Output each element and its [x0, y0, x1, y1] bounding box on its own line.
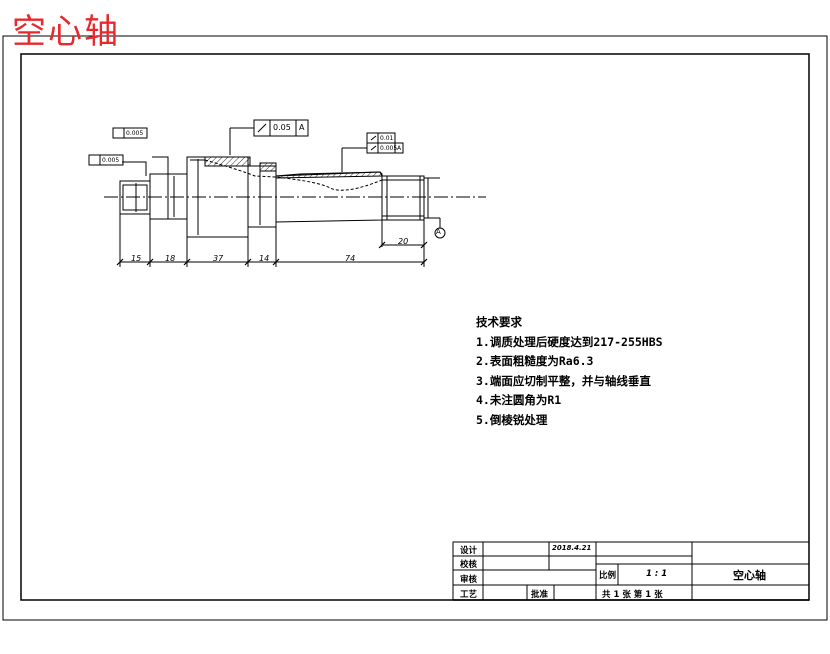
tech-item: 3.端面应切制平整，并与轴线垂直: [476, 373, 651, 388]
title-block: [452, 541, 810, 601]
right-end: [381, 175, 425, 221]
datum-circle: [434, 227, 446, 239]
tb-check: 校核: [460, 560, 478, 570]
tol-right-2-value: 0.005: [380, 145, 398, 152]
tb-part-name: 空心轴: [733, 569, 766, 582]
tb-scale: 1 : 1: [646, 569, 668, 579]
tech-item: 5.倒棱锐处理: [476, 412, 548, 427]
tb-review: 审核: [460, 575, 478, 585]
tech-heading: 技术要求: [476, 315, 522, 329]
tol-right-1-value: 0.01: [380, 135, 394, 142]
tb-sheet-info: 共 1 张 第 1 张: [602, 590, 663, 600]
datum-label: A: [436, 228, 441, 236]
tech-item: 4.未注圆角为R1: [476, 393, 562, 407]
tech-item: 2.表面粗糙度为Ra6.3: [476, 354, 594, 368]
inner-border: [20, 53, 810, 601]
tb-craft: 工艺: [460, 590, 478, 600]
dim-length-2: 18: [165, 254, 176, 263]
tol-frame-left-1: [112, 127, 148, 139]
dim-length-1: 15: [131, 254, 142, 263]
outer-border: [2, 35, 828, 621]
dim-length-5: 74: [345, 254, 356, 263]
tol-left-2-value: 0.005: [102, 157, 120, 164]
header-title: 空心轴: [12, 12, 120, 52]
tb-date: 2018.4.21: [552, 544, 592, 552]
tb-scale-label: 比例: [599, 571, 617, 581]
tech-item: 1.调质处理后硬度达到217-255HBS: [476, 334, 663, 349]
tb-approve: 批准: [531, 590, 549, 600]
tol-left-1-value: 0.005: [126, 130, 144, 137]
leader-left-1: [152, 156, 169, 174]
shaft-drawing: [88, 119, 486, 267]
dim-end-length: 20: [398, 237, 409, 246]
tol-right-2-datum: A: [397, 145, 402, 152]
dim-length-3: 37: [213, 254, 224, 263]
tol-runout-datum: A: [299, 123, 305, 132]
tb-design: 设计: [460, 546, 478, 556]
tol-frame-left-2: [88, 154, 124, 166]
dim-length-4: 14: [259, 254, 270, 263]
tech-requirements: 技术要求 1.调质处理后硬度达到217-255HBS 2.表面粗糙度为Ra6.3…: [476, 313, 663, 430]
tol-runout-value: 0.05: [273, 123, 291, 132]
